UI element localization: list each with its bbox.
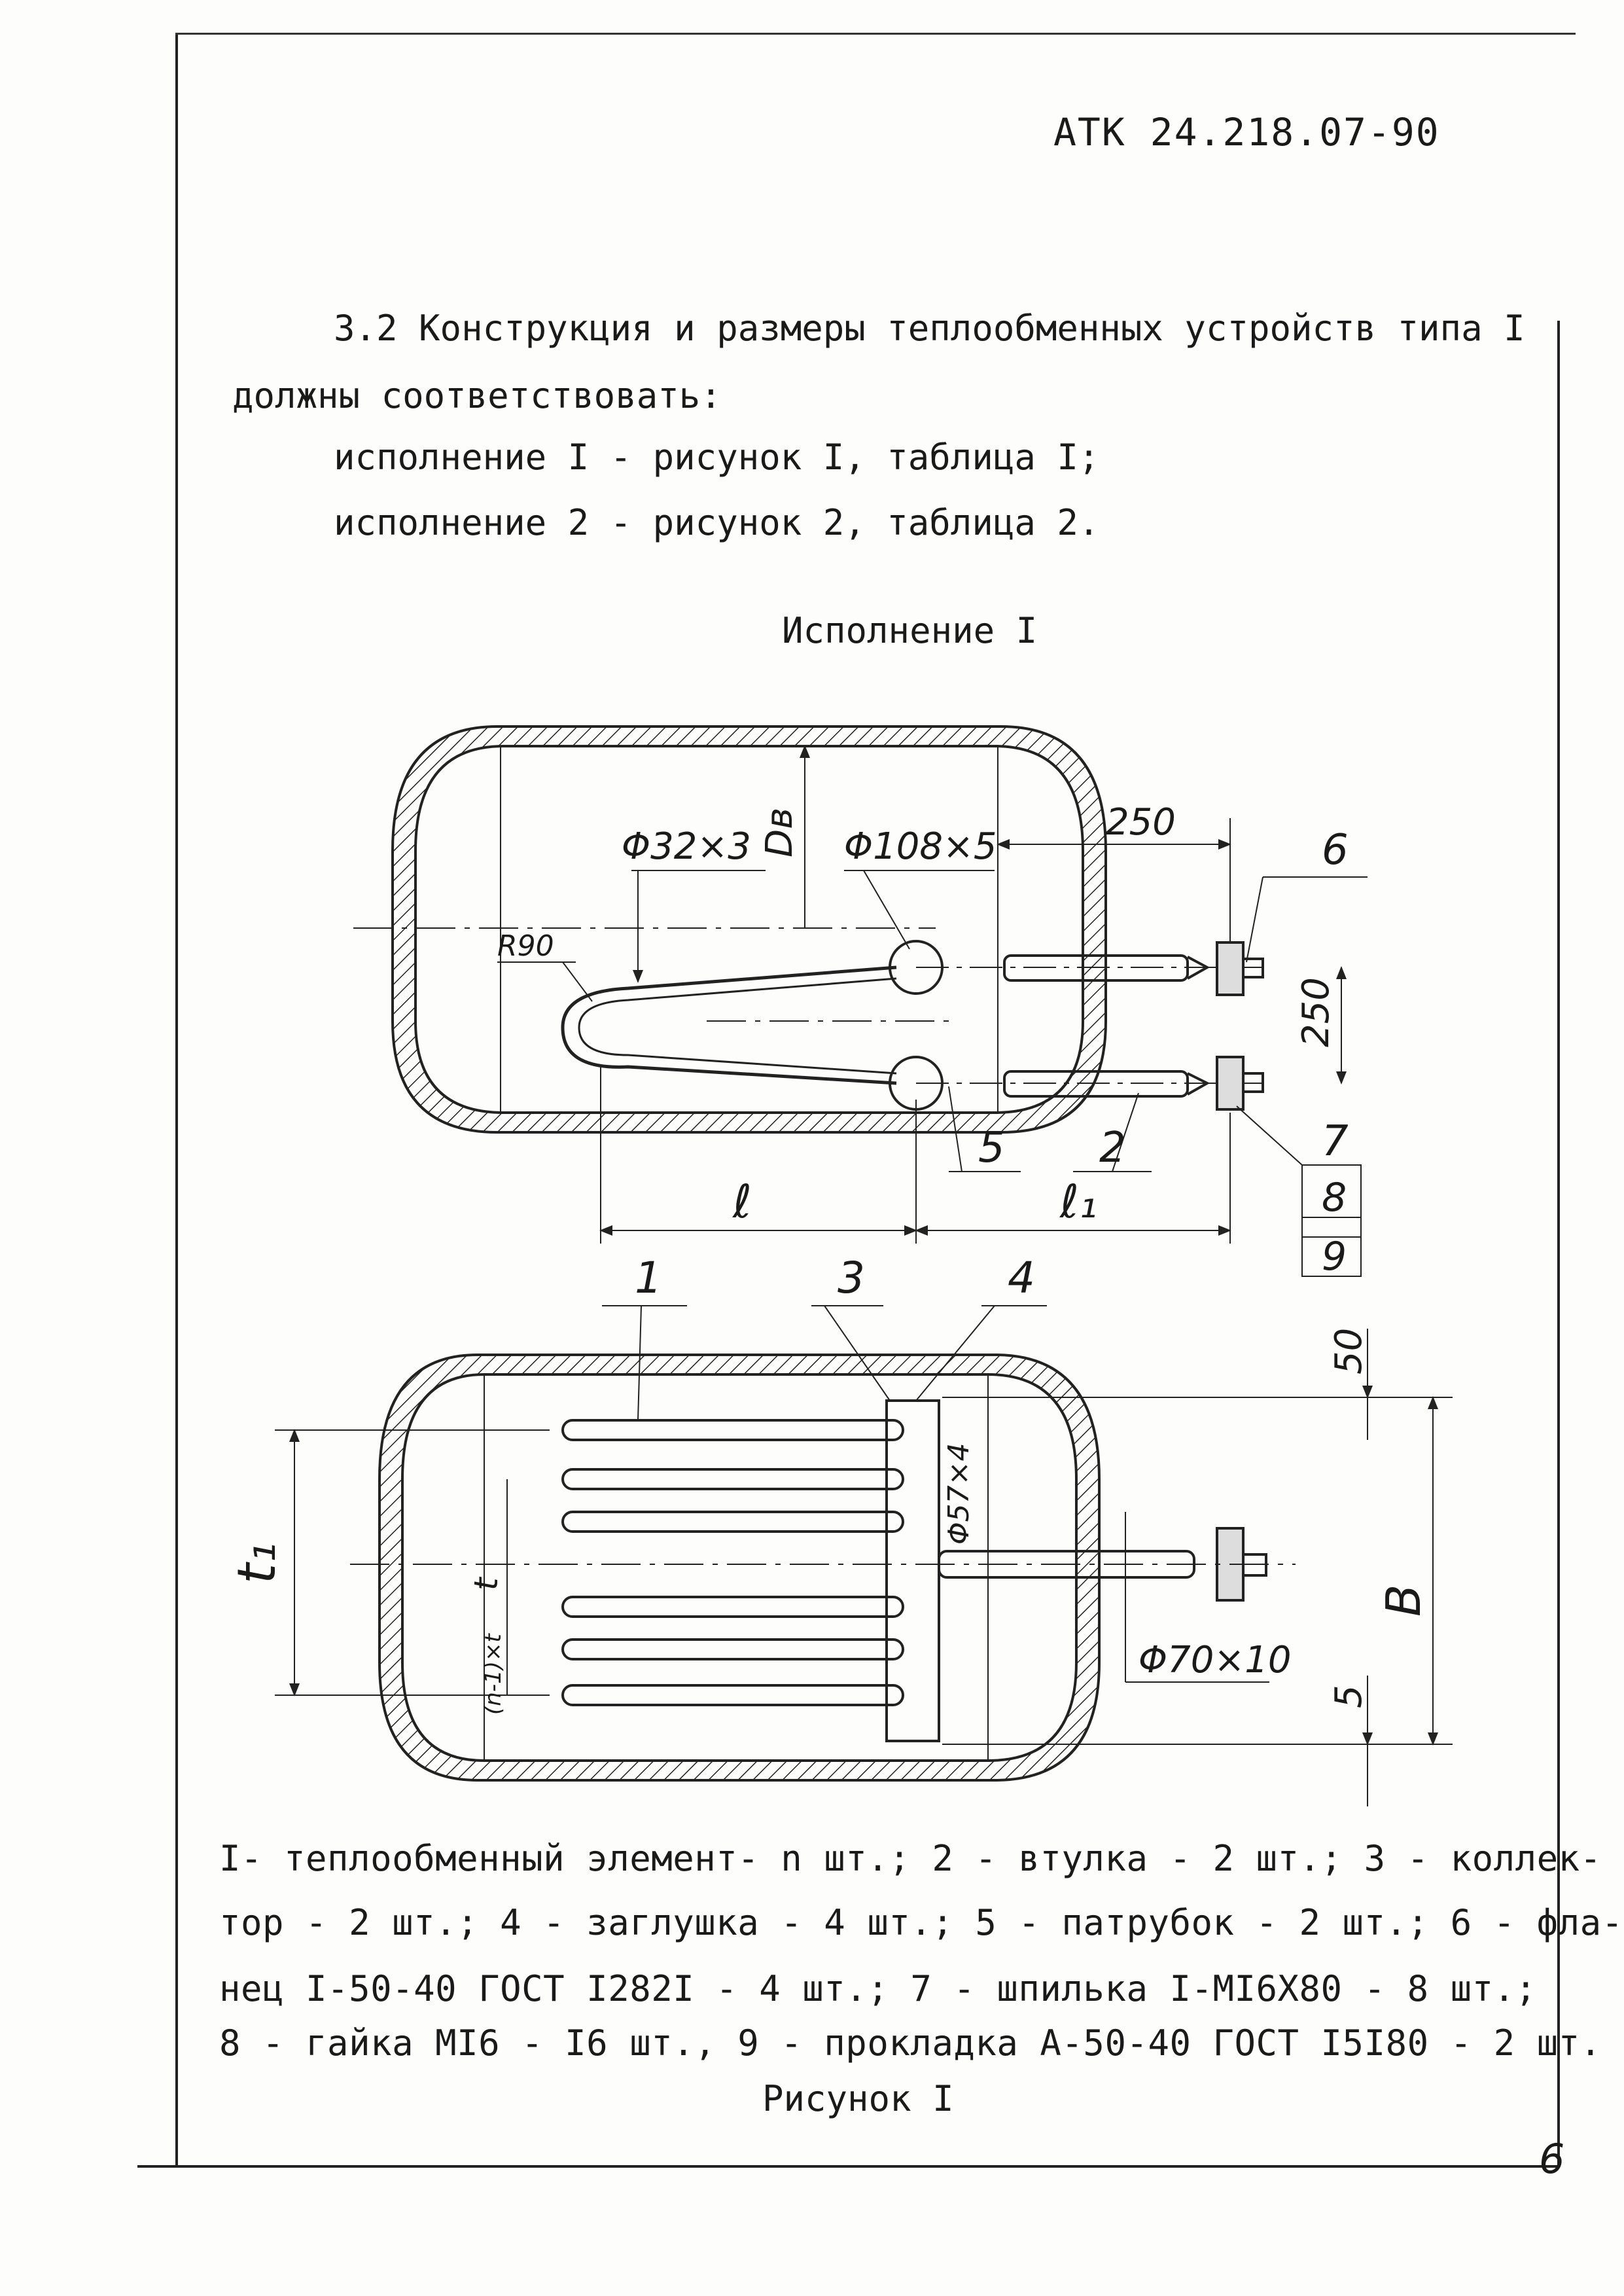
legend-line-1: I- теплообменный элемент- n шт.; 2 - вту… bbox=[219, 1838, 1602, 1879]
top-view bbox=[353, 725, 1368, 1277]
document-code: АТК 24.218.07-90 bbox=[1053, 110, 1440, 154]
callout-3: 3 bbox=[838, 1253, 865, 1303]
callout-8: 8 bbox=[1322, 1175, 1347, 1221]
dim-outlet-70: Φ70×10 bbox=[1139, 1639, 1292, 1681]
dim-50: 50 bbox=[1328, 1328, 1370, 1374]
dim-t: t bbox=[467, 1576, 505, 1590]
callout-4: 4 bbox=[1008, 1253, 1035, 1303]
figure-title: Исполнение I bbox=[782, 610, 1038, 651]
dim-250-side: 250 bbox=[1295, 977, 1337, 1047]
callout-2: 2 bbox=[1099, 1124, 1126, 1172]
front-view bbox=[275, 1305, 1453, 1806]
figure-caption: Рисунок I bbox=[762, 2078, 954, 2119]
legend-line-4: 8 - гайка MI6 - I6 шт., 9 - прокладка А-… bbox=[219, 2022, 1602, 2064]
legend-line-2: тор - 2 шт.; 4 - заглушка - 4 шт.; 5 - п… bbox=[219, 1902, 1623, 1943]
dim-pipe-size: Φ32×3 bbox=[622, 825, 751, 868]
dim-collector-size: Φ108×5 bbox=[844, 825, 997, 868]
front-view-labels: 1 3 4 50 5 t₁ t (n-1)×t Φ57×4 Φ70×10 B bbox=[226, 1253, 1431, 1715]
dim-t-note: (n-1)×t bbox=[480, 1633, 506, 1715]
dim-250-top: 250 bbox=[1106, 801, 1176, 844]
callout-1: 1 bbox=[635, 1253, 662, 1303]
callout-7: 7 bbox=[1322, 1117, 1349, 1166]
frame-left-border bbox=[175, 34, 178, 2168]
dim-inner-diameter: Dв bbox=[758, 808, 801, 857]
frame-top-border bbox=[175, 33, 1576, 35]
dim-5: 5 bbox=[1328, 1685, 1370, 1708]
paragraph-line-2: должны соответствовать: bbox=[232, 375, 722, 416]
callout-9: 9 bbox=[1322, 1234, 1347, 1280]
dim-r90: R90 bbox=[497, 929, 554, 963]
dim-l: ℓ bbox=[732, 1175, 752, 1229]
list-item-variant-2: исполнение 2 - рисунок 2, таблица 2. bbox=[334, 502, 1100, 543]
legend-line-3: нец I-50-40 ГОСТ I282I - 4 шт.; 7 - шпил… bbox=[219, 1968, 1537, 2009]
top-view-labels: Φ32×3 Φ108×5 Dв 250 250 R90 ℓ ℓ₁ 6 5 2 7… bbox=[497, 801, 1349, 1280]
paragraph-line-1: 3.2 Конструкция и размеры теплообменных … bbox=[334, 308, 1525, 349]
dim-t1: t₁ bbox=[226, 1543, 287, 1584]
dim-B: B bbox=[1376, 1585, 1431, 1617]
dim-collector-57: Φ57×4 bbox=[942, 1443, 976, 1545]
frame-bottom-border bbox=[137, 2165, 1559, 2168]
frame-right-border bbox=[1557, 321, 1560, 2166]
list-item-variant-1: исполнение I - рисунок I, таблица I; bbox=[334, 437, 1100, 478]
callout-5: 5 bbox=[978, 1124, 1005, 1172]
dim-l1: ℓ₁ bbox=[1059, 1175, 1097, 1229]
callout-6: 6 bbox=[1322, 826, 1349, 874]
page-number: 6 bbox=[1539, 2135, 1565, 2183]
